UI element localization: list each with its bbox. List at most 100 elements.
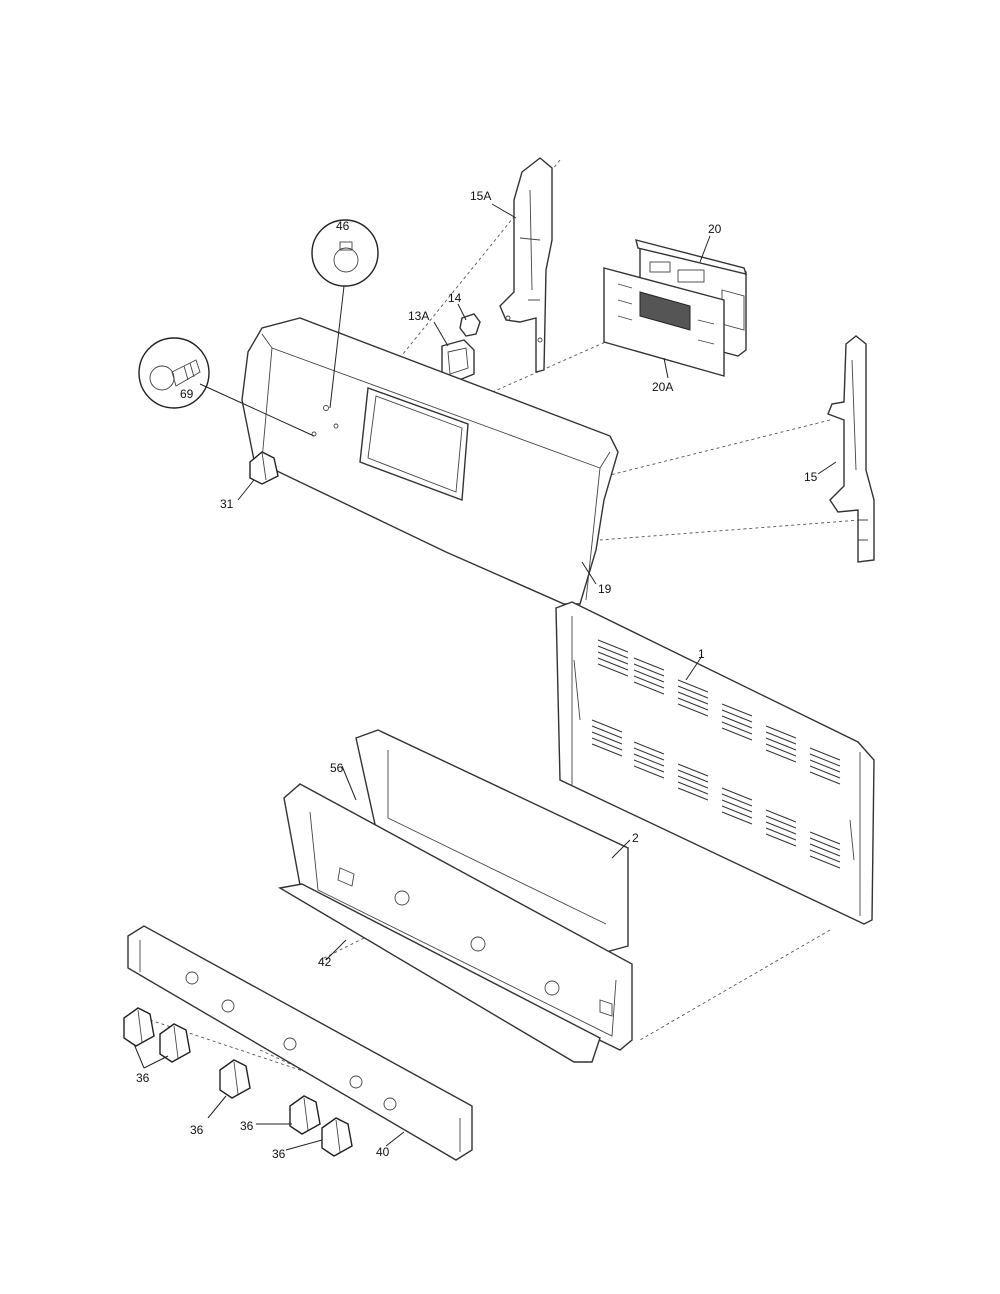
vent-slot xyxy=(809,843,841,857)
vent-slot xyxy=(765,725,797,739)
control-trim xyxy=(127,925,473,1161)
vent-slot xyxy=(677,685,709,699)
vent-slot xyxy=(721,805,753,819)
vent-slot xyxy=(765,731,797,745)
vent-slot xyxy=(677,691,709,705)
vent-slot xyxy=(721,709,753,723)
vent-slots xyxy=(591,639,841,869)
vent-slot xyxy=(633,741,665,755)
vent-slot xyxy=(721,811,753,825)
vent-slot xyxy=(597,651,629,665)
vent-slot xyxy=(765,821,797,835)
knob-icon xyxy=(289,1095,321,1135)
vent-slot xyxy=(677,763,709,777)
label-1: 1 xyxy=(698,647,705,661)
vent-slot xyxy=(597,639,629,653)
vent-slot xyxy=(677,769,709,783)
knob-icon xyxy=(123,1007,155,1047)
bulb-icon xyxy=(311,219,379,287)
vent-slot xyxy=(591,719,623,733)
rear-panel xyxy=(555,601,875,925)
vent-slot xyxy=(721,787,753,801)
vent-slot xyxy=(809,855,841,869)
label-42: 42 xyxy=(318,955,332,969)
label-13A: 13A xyxy=(408,309,429,323)
vent-slot xyxy=(591,743,623,757)
vent-slot xyxy=(765,737,797,751)
indicator-light xyxy=(459,313,481,337)
vent-slot xyxy=(677,787,709,801)
vent-slot xyxy=(633,675,665,689)
vent-slot xyxy=(809,753,841,767)
end-bracket-left xyxy=(499,157,553,373)
vent-slot xyxy=(809,837,841,851)
vent-slot xyxy=(677,703,709,717)
knob-icon xyxy=(219,1059,251,1099)
vent-slot xyxy=(765,809,797,823)
vent-slot xyxy=(765,833,797,847)
vent-slot xyxy=(633,657,665,671)
vent-slot xyxy=(721,703,753,717)
vent-slot xyxy=(721,715,753,729)
oven-lamp-switch xyxy=(441,339,475,383)
vent-slot xyxy=(677,697,709,711)
vent-slot xyxy=(765,815,797,829)
knob-icon xyxy=(321,1117,353,1157)
backguard-panel xyxy=(241,317,619,605)
end-bracket-right xyxy=(827,335,875,563)
label-15: 15 xyxy=(804,470,818,484)
vent-slot xyxy=(809,765,841,779)
label-2: 2 xyxy=(632,831,639,845)
knob-icon xyxy=(159,1023,191,1063)
vent-slot xyxy=(591,737,623,751)
vent-slot xyxy=(677,781,709,795)
vent-slot xyxy=(597,645,629,659)
knob-icon xyxy=(249,451,279,485)
control-panel-frame xyxy=(278,783,633,1063)
vent-slot xyxy=(809,771,841,785)
vent-slot xyxy=(809,759,841,773)
label-19: 19 xyxy=(598,582,612,596)
lamp-socket-icon xyxy=(138,337,210,409)
label-36-a: 36 xyxy=(136,1071,150,1085)
vent-slot xyxy=(633,765,665,779)
vent-slot xyxy=(597,657,629,671)
vent-slot xyxy=(809,747,841,761)
leader-lines xyxy=(133,203,837,1151)
label-14: 14 xyxy=(448,291,462,305)
vent-slot xyxy=(809,831,841,845)
label-31: 31 xyxy=(220,497,234,511)
vent-slot xyxy=(721,727,753,741)
label-20: 20 xyxy=(708,222,722,236)
vent-slot xyxy=(591,731,623,745)
vent-slot xyxy=(765,749,797,763)
label-69: 69 xyxy=(180,387,194,401)
label-36-b: 36 xyxy=(190,1123,204,1137)
vent-slot xyxy=(597,663,629,677)
callout-labels: 15A 46 20 14 13A 69 20A 31 15 19 1 56 2 … xyxy=(136,189,818,1161)
label-46: 46 xyxy=(336,219,350,233)
vent-slot xyxy=(721,793,753,807)
vent-slot xyxy=(633,753,665,767)
vent-slot xyxy=(633,747,665,761)
vent-slot xyxy=(633,681,665,695)
vent-slot xyxy=(677,679,709,693)
label-15A: 15A xyxy=(470,189,491,203)
vent-slot xyxy=(765,743,797,757)
label-20A: 20A xyxy=(652,380,673,394)
label-56: 56 xyxy=(330,761,344,775)
vent-slot xyxy=(721,799,753,813)
vent-slot xyxy=(721,721,753,735)
vent-slot xyxy=(809,849,841,863)
vent-slot xyxy=(765,827,797,841)
vent-slot xyxy=(591,725,623,739)
vent-slot xyxy=(677,775,709,789)
vent-slot xyxy=(633,663,665,677)
label-36-d: 36 xyxy=(272,1147,286,1161)
label-36-c: 36 xyxy=(240,1119,254,1133)
label-40: 40 xyxy=(376,1145,390,1159)
control-overlay xyxy=(603,267,725,377)
vent-slot xyxy=(633,759,665,773)
vent-slot xyxy=(633,669,665,683)
